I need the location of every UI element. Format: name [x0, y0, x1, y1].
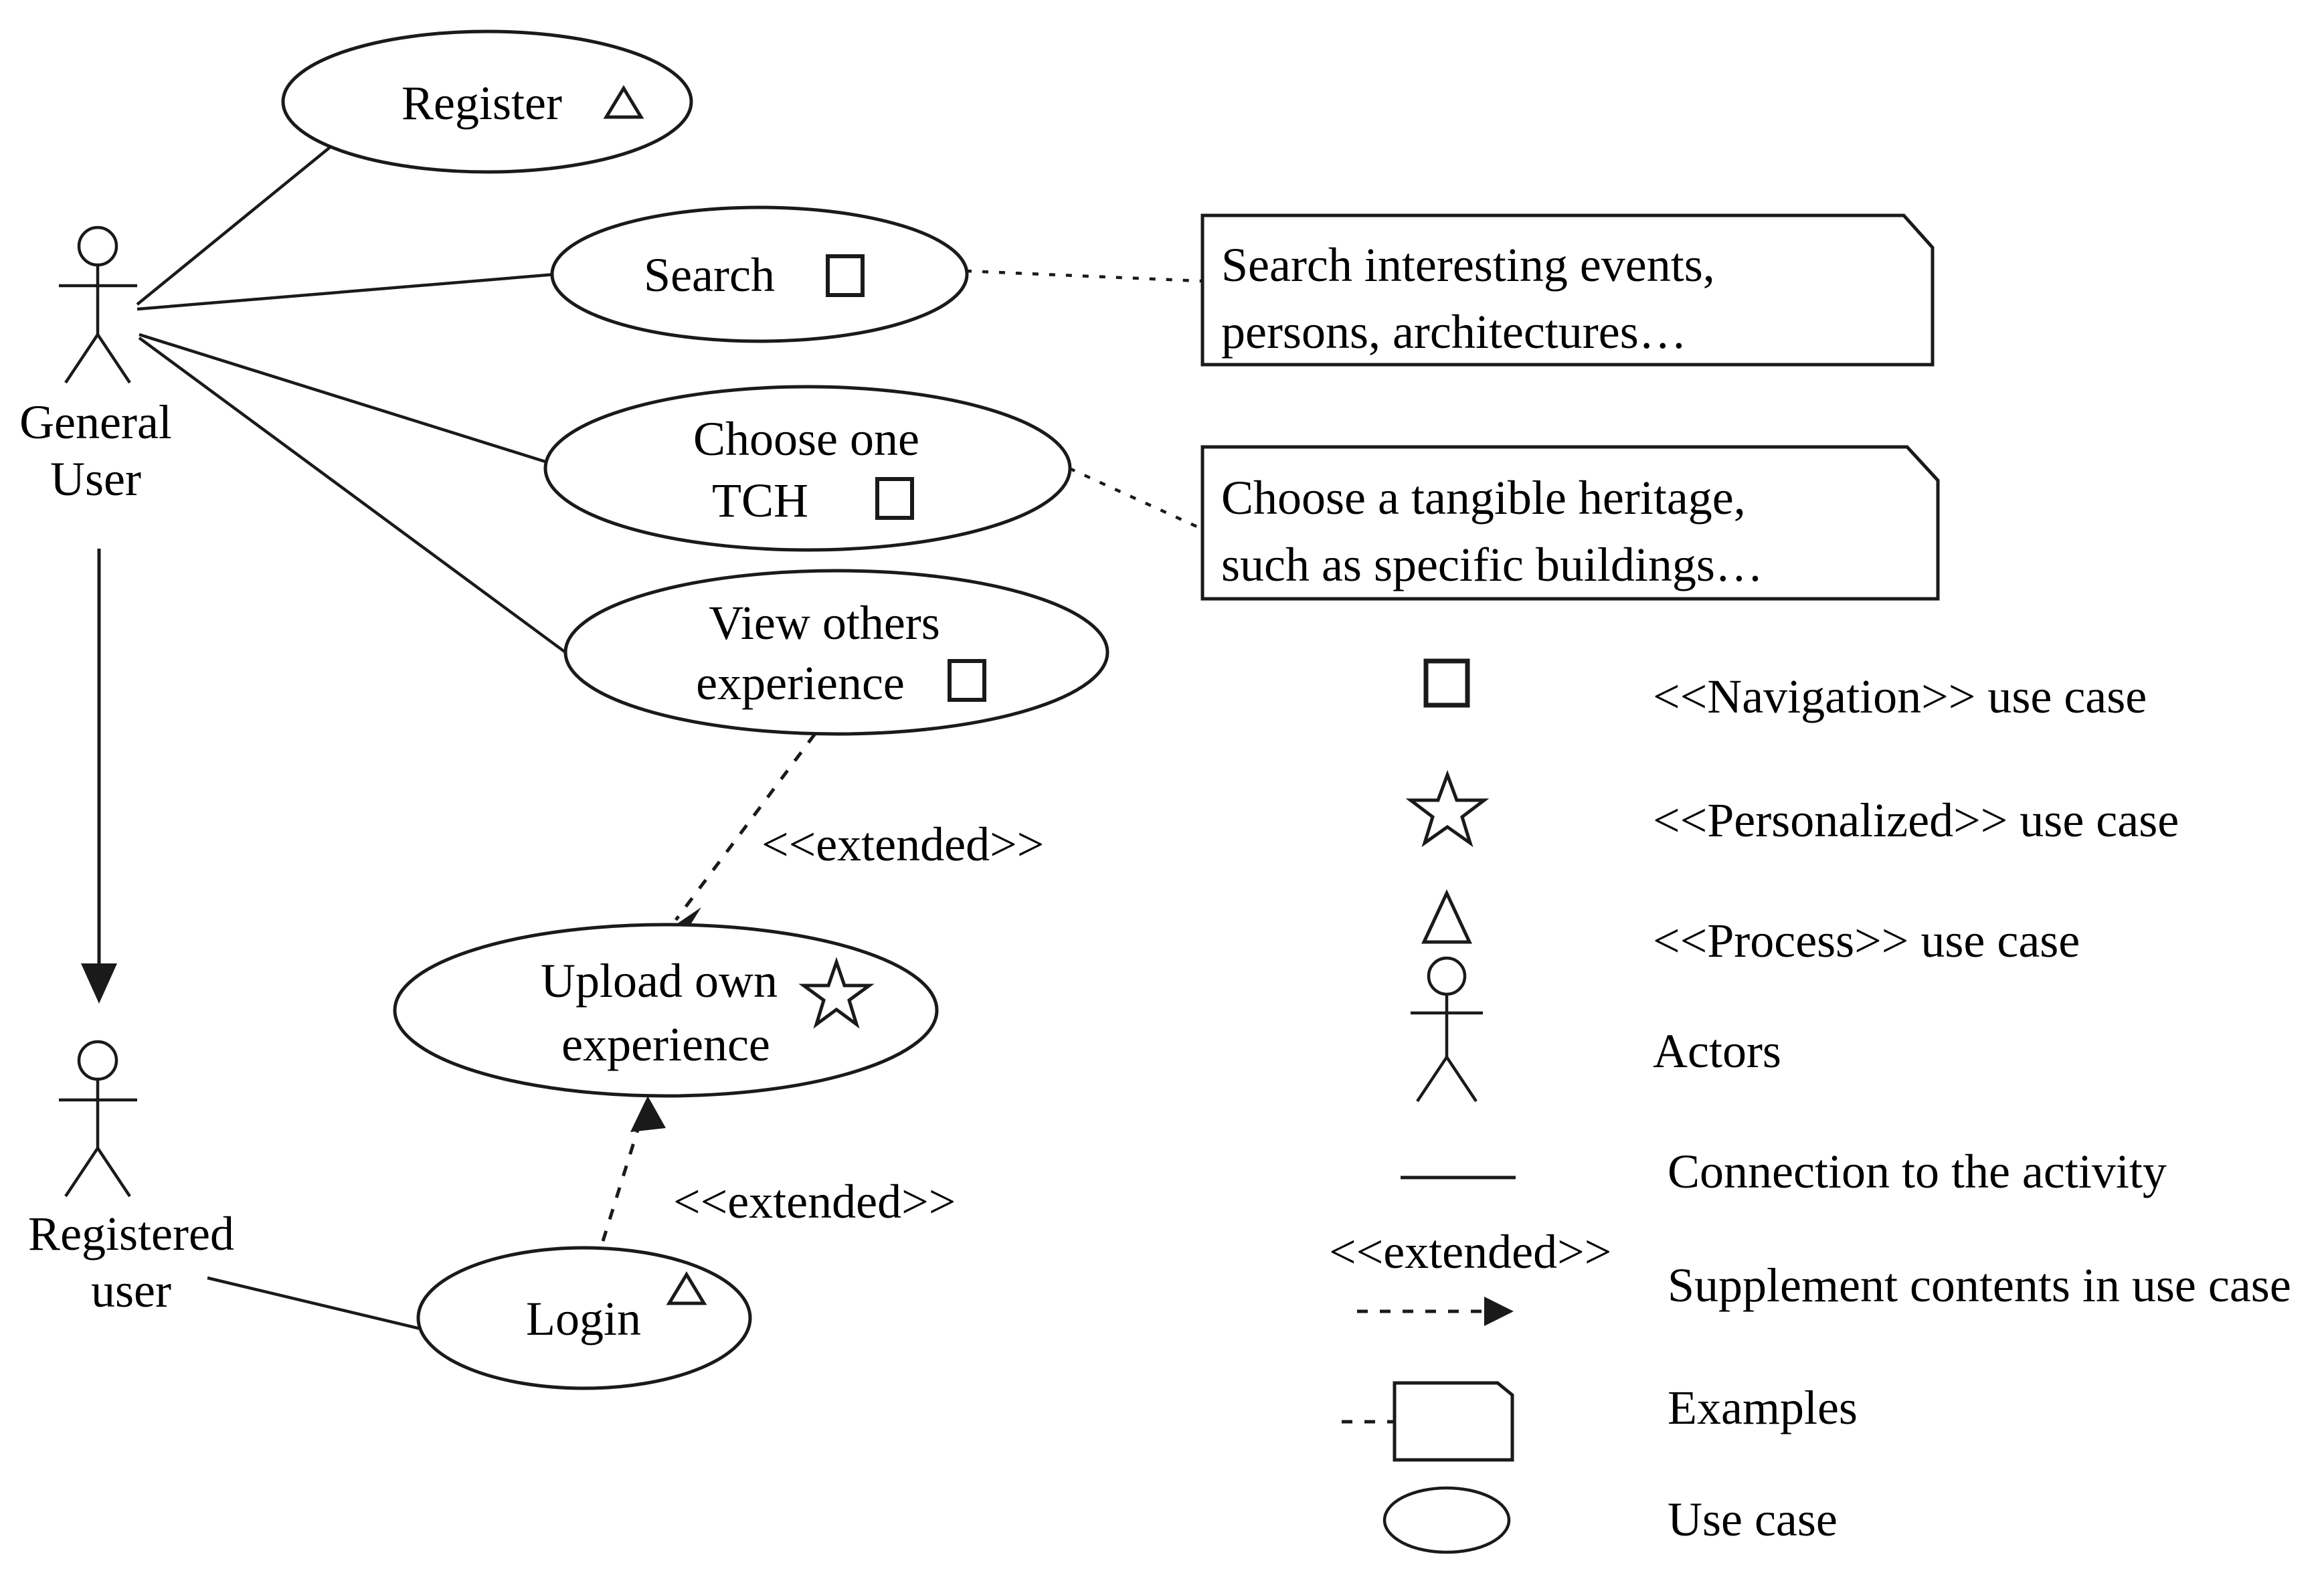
note-search-line1: Search interesting events, — [1221, 238, 1715, 292]
navigation-square-icon — [1423, 658, 1470, 708]
use-case-login-label: Login — [526, 1292, 641, 1345]
actor-registered-user-label-line2: user — [91, 1264, 171, 1317]
use-case-choose-tch-label-line2: TCH — [712, 474, 808, 527]
process-triangle-icon — [603, 85, 644, 119]
use-case-register-label: Register — [401, 76, 562, 130]
use-case-upload-label-line2: experience — [561, 1018, 770, 1071]
use-case-ellipse — [543, 385, 1072, 552]
process-triangle-icon — [1421, 889, 1472, 944]
actor-head-icon — [1427, 956, 1467, 996]
note-choose-tch-line1: Choose a tangible heritage, — [1221, 471, 1746, 525]
legend-usecase-label: Use case — [1668, 1493, 1838, 1546]
navigation-square-icon — [948, 659, 986, 702]
legend-process-label: <<Process>> use case — [1653, 914, 2080, 967]
legend-item-examples: Examples — [1342, 1381, 1858, 1462]
note-choose-tch-line2: such as specific buildings… — [1221, 538, 1763, 591]
navigation-square-icon — [826, 254, 865, 297]
actor-head-icon — [77, 1040, 118, 1081]
use-case-ellipse — [393, 923, 939, 1098]
extend-arrowhead-login-to-upload-icon — [630, 1096, 666, 1132]
association-general-user-to-search — [137, 272, 556, 311]
note-search: Search interesting events, persons, arch… — [1200, 213, 1935, 367]
personalized-star-icon — [798, 957, 875, 1029]
note-connector-choose-tch — [1069, 466, 1202, 531]
use-case-upload-own-experience[interactable]: Upload own experience — [393, 923, 939, 1098]
note-search-line2: persons, architectures… — [1221, 305, 1687, 359]
actor-leg-right-icon — [96, 333, 131, 384]
ellipse-icon — [1382, 1486, 1511, 1554]
use-case-ellipse — [563, 569, 1109, 736]
dashed-arrow-head-icon — [1484, 1297, 1514, 1326]
note-box-icon — [1393, 1381, 1514, 1462]
use-case-choose-one-tch[interactable]: Choose one TCH — [543, 385, 1072, 552]
legend-examples-label: Examples — [1668, 1381, 1858, 1434]
actor-general-user-label-line1: General — [19, 395, 172, 449]
actor-leg-left-icon — [64, 333, 99, 384]
actor-general-user-label-line2: User — [50, 452, 141, 506]
actor-head-icon — [77, 225, 118, 267]
generalization-arrowhead-icon — [81, 963, 117, 1004]
actor-registered-user-label-line1: Registered — [28, 1207, 234, 1261]
legend-item-usecase: Use case — [1382, 1486, 1838, 1554]
legend-item-actors: Actors — [1411, 956, 1781, 1103]
association-general-user-to-choose-tch — [139, 333, 546, 464]
actor-leg-left-icon — [1416, 1056, 1448, 1103]
actor-registered-user[interactable]: Registered user — [28, 1040, 234, 1317]
use-case-search[interactable]: Search — [550, 205, 969, 343]
note-connector-search — [965, 269, 1202, 283]
use-case-ellipse — [416, 1246, 752, 1390]
use-case-view-others-experience[interactable]: View others experience — [563, 569, 1109, 736]
actor-leg-right-icon — [96, 1147, 131, 1198]
use-case-login[interactable]: Login — [416, 1246, 752, 1390]
legend-extended-label: Supplement contents in use case — [1668, 1258, 2291, 1312]
use-case-view-others-label-line2: experience — [696, 656, 905, 710]
actor-leg-right-icon — [1445, 1056, 1478, 1103]
legend-personalized-label: <<Personalized>> use case — [1653, 794, 2179, 847]
extend-relation-view-to-upload — [674, 715, 830, 921]
association-general-user-to-view-others — [138, 337, 567, 654]
legend-item-navigation: <<Navigation>> use case — [1423, 658, 2147, 723]
use-case-view-others-label-line1: View others — [709, 596, 940, 650]
personalized-star-icon — [1405, 769, 1490, 848]
extend-label-view-to-upload: <<extended>> — [762, 818, 1044, 871]
extend-label-login-to-upload: <<extended>> — [673, 1175, 956, 1228]
legend-actors-label: Actors — [1653, 1024, 1781, 1078]
legend-item-process: <<Process>> use case — [1421, 889, 2080, 967]
actor-leg-left-icon — [64, 1147, 99, 1198]
legend-item-personalized: <<Personalized>> use case — [1405, 769, 2179, 848]
use-case-register[interactable]: Register — [281, 29, 693, 174]
note-box-shape — [1200, 213, 1935, 367]
legend-extended-stereotype-label: <<extended>> — [1329, 1225, 1611, 1279]
use-case-choose-tch-label-line1: Choose one — [693, 412, 919, 466]
note-choose-tch: Choose a tangible heritage, such as spec… — [1200, 445, 1940, 601]
use-case-ellipse — [550, 205, 969, 343]
note-box-shape — [1200, 445, 1940, 601]
legend-navigation-label: <<Navigation>> use case — [1653, 670, 2147, 723]
extend-relation-login-to-upload — [601, 1110, 646, 1242]
association-general-user-to-register — [136, 138, 341, 306]
process-triangle-icon — [666, 1271, 707, 1305]
navigation-square-icon — [875, 477, 914, 520]
association-registered-user-to-login — [207, 1276, 432, 1333]
use-case-upload-label-line1: Upload own — [541, 954, 778, 1008]
use-case-search-label: Search — [644, 248, 775, 302]
legend-item-extended: <<extended>> Supplement contents in use … — [1329, 1225, 2291, 1326]
legend-connection-label: Connection to the activity — [1668, 1145, 2167, 1198]
actor-general-user[interactable]: General User — [19, 225, 172, 506]
legend-item-connection: Connection to the activity — [1401, 1145, 2167, 1198]
use-case-ellipse — [281, 29, 693, 174]
